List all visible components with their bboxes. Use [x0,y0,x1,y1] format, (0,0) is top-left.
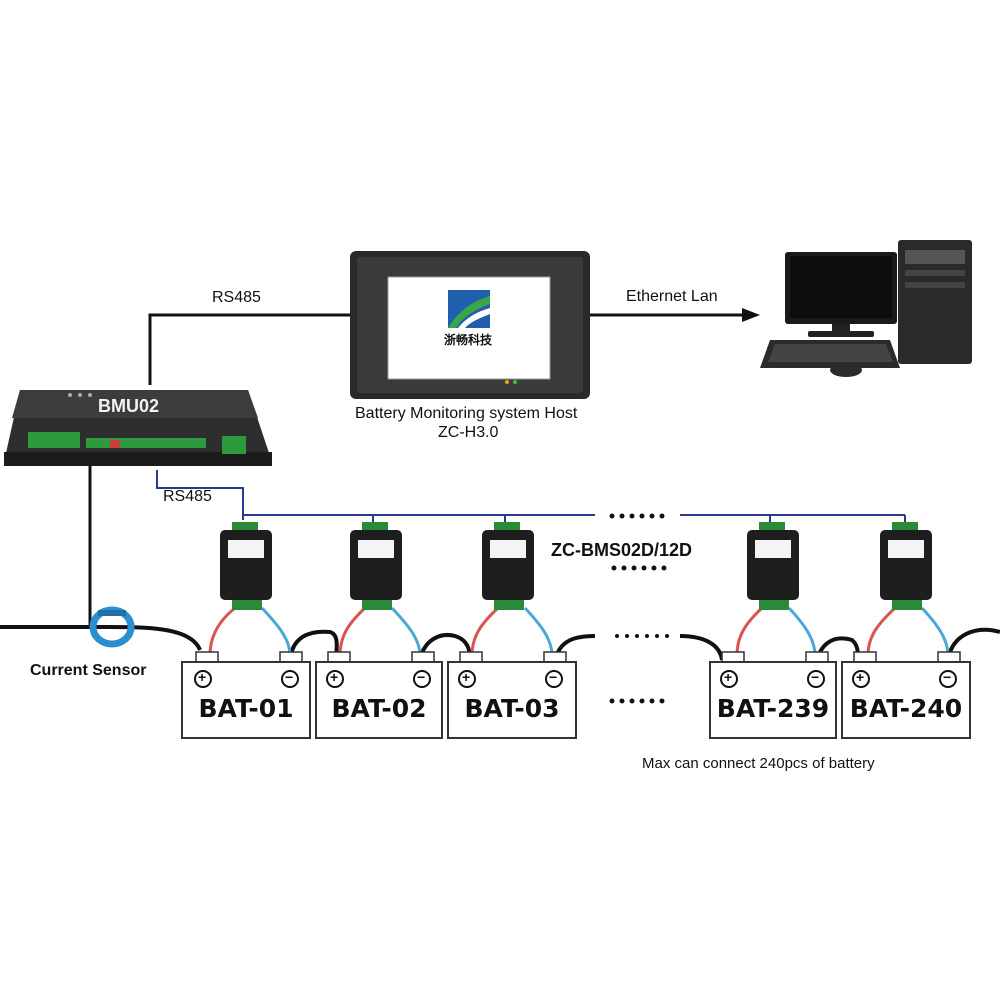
battery-03 [447,651,577,739]
terminal-positive-240: + [856,669,865,685]
terminal-positive-03: + [462,669,471,685]
ethernet-link [590,308,760,322]
terminal-positive-02: + [330,669,339,685]
current-sensor-ring [89,606,135,648]
battery-02 [315,651,443,739]
terminal-negative-239: − [811,669,820,685]
current-sensor-label: Current Sensor [30,662,147,679]
rs485-link-bmu-host [148,313,352,385]
bmu02-controller [4,390,272,466]
battery-label-239: BAT-239 [716,694,830,723]
ethernet-label: Ethernet Lan [626,288,718,305]
bms-leads [208,606,950,656]
battery-label-03: BAT-03 [464,694,560,723]
bms-module-239 [747,522,799,610]
battery-label-240: BAT-240 [849,694,963,723]
battery-label-01: BAT-01 [198,694,294,723]
terminal-negative-03: − [549,669,558,685]
bms-module-01 [220,522,272,610]
bms-model-label: ZC-BMS02D/12D [551,540,693,560]
rs485-top-label: RS485 [212,289,261,306]
terminal-positive-01: + [198,669,207,685]
ellipsis-module-dots [611,565,667,571]
bms-module-03 [482,522,534,610]
capacity-note: Max can connect 240pcs of battery [642,755,875,772]
battery-01 [181,651,311,739]
host-caption-line2: ZC-H3.0 [438,424,499,441]
terminal-positive-239: + [724,669,733,685]
terminal-symbols [194,670,957,688]
host-screen-brand: 浙畅科技 [444,333,493,347]
host-touchscreen [350,251,590,399]
rs485-bottom-label: RS485 [163,488,212,505]
bms-module-240 [880,522,932,610]
host-logo [448,290,490,328]
bmu-model-label: BMU02 [98,396,160,416]
terminal-negative-02: − [417,669,426,685]
bms-module-02 [350,522,402,610]
ellipsis-cable-dots [615,634,669,638]
battery-label-02: BAT-02 [331,694,427,723]
host-caption-line1: Battery Monitoring system Host [355,405,578,422]
ellipsis-bus-dots [609,513,665,519]
ellipsis-battery-dots [609,698,665,704]
battery-239 [709,651,837,739]
rs485-bus [156,470,906,528]
battery-interconnect-cables [288,627,1000,661]
terminal-negative-01: − [285,669,294,685]
computer-workstation [760,240,972,377]
terminal-negative-240: − [943,669,952,685]
battery-240 [841,651,971,739]
